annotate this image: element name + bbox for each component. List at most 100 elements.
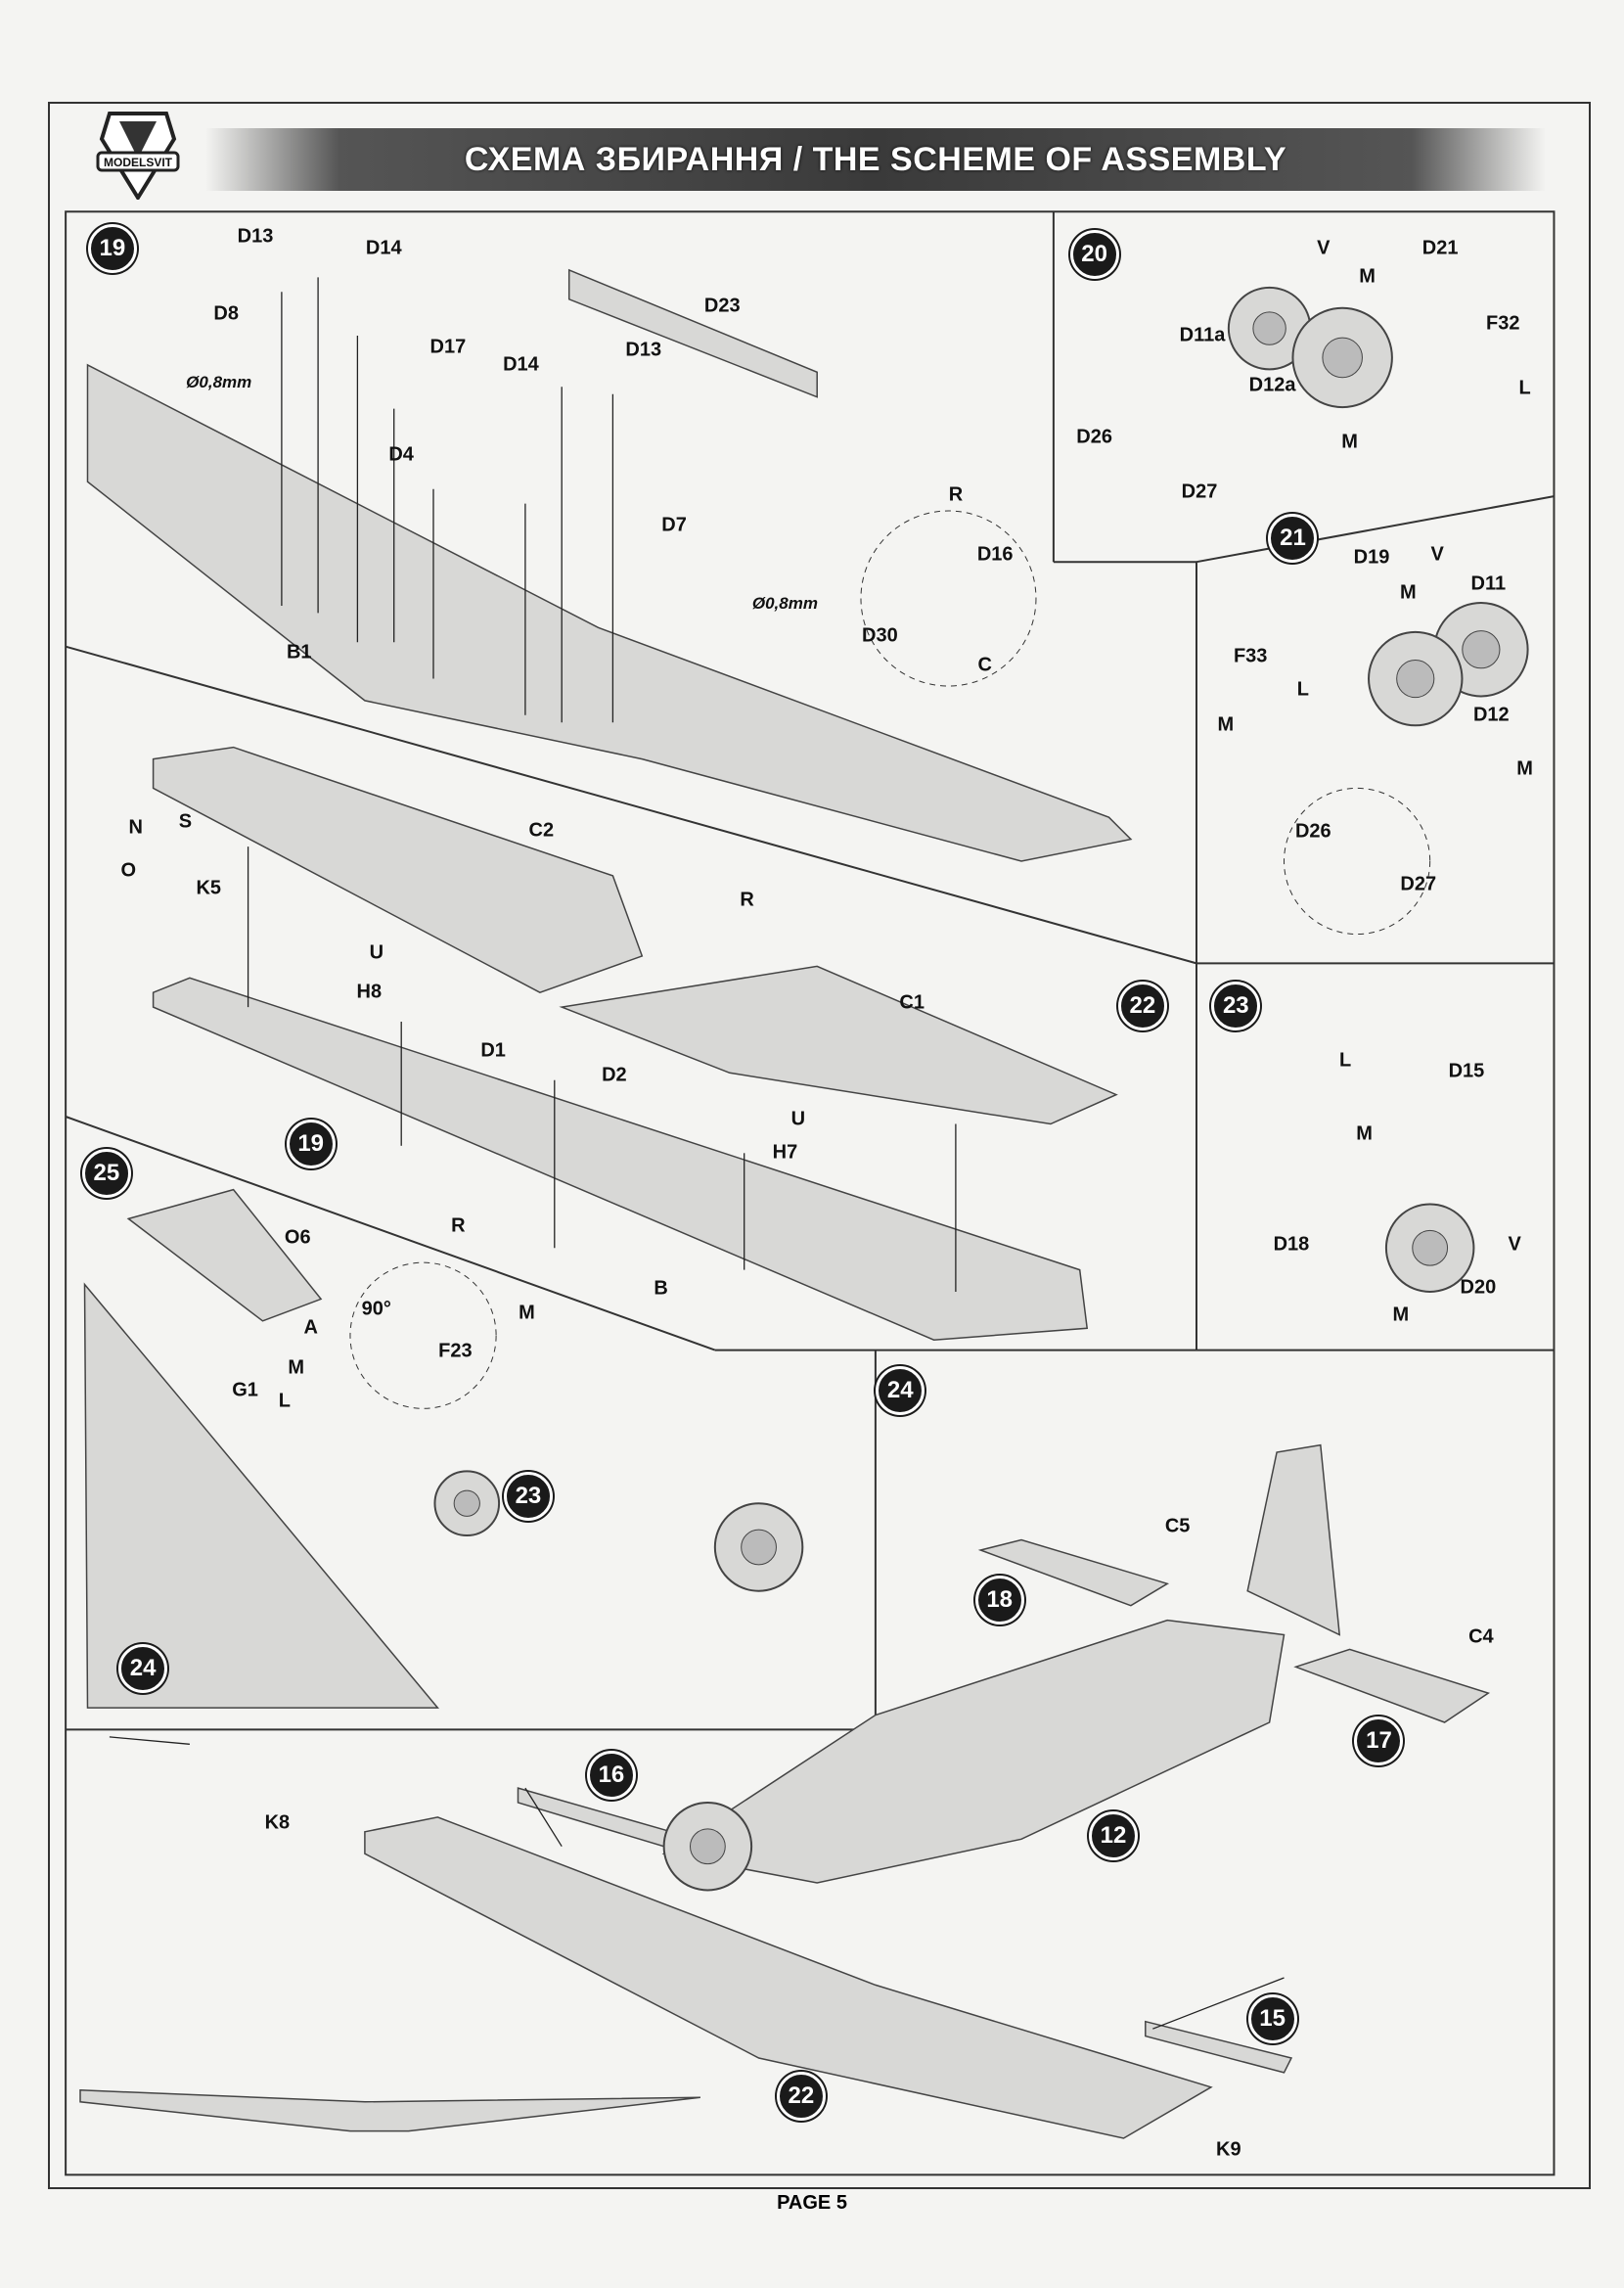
part-label-c: C: [977, 654, 992, 676]
part-label-d8: D8: [213, 302, 239, 325]
wing-root-section-19: [86, 363, 1133, 862]
part-label-d30: D30: [862, 624, 898, 647]
part-label-c1: C1: [899, 991, 925, 1014]
step-number-badge: 23: [1211, 981, 1261, 1030]
gear-panel-d15: [1145, 2020, 1293, 2074]
part-label-c5: C5: [1164, 1515, 1191, 1537]
modelsvit-logo: MODELSVIT: [96, 112, 180, 200]
step-reference-badge: 17: [1354, 1716, 1404, 1766]
step-reference-badge: 23: [503, 1471, 553, 1521]
part-label-h7: H7: [772, 1141, 798, 1164]
wheel-d11a-hub: [1252, 311, 1286, 345]
part-label-08mm: Ø0,8mm: [186, 372, 252, 391]
step-reference-badge: 24: [118, 1643, 168, 1693]
part-label-d27: D27: [1181, 480, 1218, 503]
part-label-d4: D4: [388, 443, 414, 466]
step-reference-badge: 18: [974, 1575, 1024, 1624]
front-view-aircraft: [79, 2089, 700, 2132]
panel-divider: [65, 645, 1197, 965]
part-label-k9: K9: [1216, 2138, 1241, 2161]
step-reference-badge: 22: [776, 2071, 826, 2121]
part-label-h8: H8: [356, 981, 383, 1003]
assembly-arrow: [524, 1787, 563, 1848]
part-label-08mm: Ø0,8mm: [751, 594, 818, 614]
part-label-d16: D16: [976, 543, 1014, 566]
part-label-n: N: [128, 816, 143, 839]
part-label-d26: D26: [1294, 820, 1331, 843]
part-label-d12: D12: [1472, 704, 1510, 726]
part-label-v: V: [1508, 1233, 1521, 1256]
part-label-d23: D23: [703, 295, 741, 317]
part-label-c2: C2: [528, 819, 555, 842]
part-label-m: M: [288, 1356, 305, 1379]
part-label-d12a: D12a: [1248, 374, 1296, 396]
canopy-o6: [126, 1188, 323, 1322]
part-label-b: B: [654, 1277, 668, 1300]
panel-divider: [1195, 495, 1555, 564]
part-label-r: R: [451, 1214, 466, 1237]
part-label-m: M: [1341, 431, 1358, 453]
step-number-badge: 24: [876, 1366, 925, 1416]
part-label-d11: D11: [1470, 572, 1507, 595]
part-label-90: 90°: [361, 1298, 391, 1320]
wheel-d20-hub: [1412, 1229, 1449, 1266]
part-label-m: M: [1399, 581, 1417, 604]
part-label-u: U: [369, 941, 384, 964]
wheel-step24-hub: [741, 1529, 777, 1566]
part-label-m: M: [1217, 713, 1235, 736]
step-number-badge: 20: [1069, 229, 1119, 279]
part-label-v: V: [1317, 237, 1331, 259]
part-label-d20: D20: [1460, 1276, 1497, 1298]
svg-text:MODELSVIT: MODELSVIT: [104, 156, 173, 169]
step-number-badge: 19: [87, 223, 137, 273]
part-label-g1: G1: [232, 1379, 258, 1401]
part-label-r: R: [948, 483, 964, 506]
engine-cowling-nose-hub: [689, 1828, 726, 1865]
detail-callout: [860, 510, 1037, 687]
assembly-arrow: [109, 1736, 190, 1745]
part-label-m: M: [519, 1302, 535, 1324]
wing-upper-c2: [152, 746, 644, 994]
wing-c1: [559, 965, 1118, 1125]
header-band: [205, 128, 1546, 191]
gun-panel-16: [517, 1787, 673, 1848]
part-label-d14: D14: [365, 237, 402, 259]
inner-frame: [65, 210, 1556, 2176]
step-reference-badge: 16: [586, 1750, 636, 1800]
part-label-d14: D14: [503, 353, 539, 376]
part-label-k8: K8: [264, 1811, 291, 1834]
part-label-v: V: [1430, 543, 1444, 566]
step-number-badge: 22: [1117, 981, 1167, 1030]
part-label-o6: O6: [284, 1226, 311, 1249]
part-label-l: L: [1518, 377, 1531, 399]
part-label-d19: D19: [1353, 546, 1390, 569]
detail-callout: [1284, 787, 1431, 936]
stabilizer-c5: [977, 1538, 1170, 1607]
step-number-badge: 25: [81, 1149, 131, 1199]
part-label-d13: D13: [237, 225, 274, 248]
part-label-a: A: [303, 1316, 318, 1339]
page-number: PAGE 5: [777, 2192, 847, 2214]
assembly-arrow: [1152, 1977, 1285, 2030]
part-label-d11a: D11a: [1179, 324, 1226, 346]
wheel-d12-hub: [1396, 659, 1435, 699]
part-label-d17: D17: [429, 336, 467, 358]
step-reference-badge: 12: [1089, 1811, 1138, 1861]
part-label-d27: D27: [1400, 873, 1437, 895]
stabilizer-c4: [1293, 1648, 1491, 1723]
part-label-d13: D13: [625, 339, 662, 361]
part-label-c4: C4: [1468, 1625, 1494, 1648]
step-reference-badge: 15: [1247, 1993, 1297, 2043]
main-wing-24: [364, 1816, 1213, 2139]
wheel-step25-hub: [453, 1489, 480, 1517]
part-label-d26: D26: [1076, 426, 1112, 448]
part-label-r: R: [740, 889, 754, 911]
wing-lower-22: [152, 977, 1089, 1341]
part-label-m: M: [1392, 1304, 1410, 1326]
part-label-f23: F23: [438, 1340, 473, 1362]
part-label-d21: D21: [1421, 237, 1459, 259]
part-label-d7: D7: [661, 514, 687, 536]
gear-door-d23: [567, 268, 818, 398]
part-label-l: L: [278, 1390, 291, 1412]
